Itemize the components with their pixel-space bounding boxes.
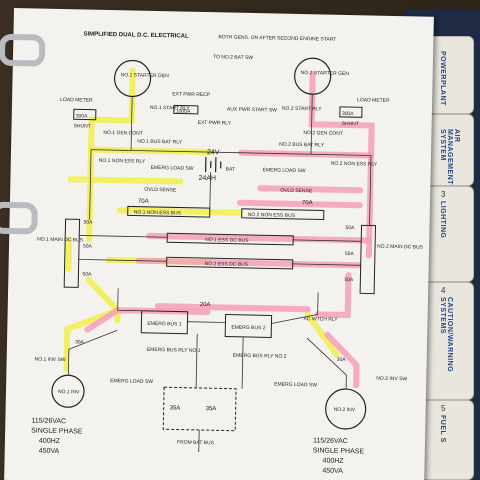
wiring — [67, 94, 372, 452]
label-50a-l2: 50A — [83, 243, 93, 249]
label-no1-bus-bat-rly: NO.1 BUS BAT RLY — [137, 139, 183, 146]
label-no1-non-ess-bus: NO.1 NON ESS BUS — [134, 210, 182, 217]
label-emerg-bus-rly-2: EMERG BUS RLY NO.2 — [233, 353, 287, 360]
label-ac-wtch-rly: AC WTCH RLY — [303, 316, 338, 323]
label-1000a: 1000A — [176, 108, 191, 114]
label-no1-inv: NO.1 INV — [58, 389, 80, 395]
label-no2-starter-gen: NO.2 STARTER GEN — [301, 70, 350, 77]
label-300a-r: 300A — [342, 111, 354, 117]
emerg-bus-2 — [224, 313, 273, 338]
label-no1-main-dc-bus: NO.1 MAIN DC BUS — [37, 237, 84, 244]
diagram-subtitle: BOTH GENS. ON AFTER SECOND ENGINE START — [218, 34, 336, 42]
binder-ring-top — [0, 33, 46, 67]
label-emerg-bus-1: EMERG BUS 1 — [147, 321, 182, 328]
diagram-title: SIMPLIFIED DUAL D.C. ELECTRICAL — [83, 31, 189, 39]
label-30a-r: 30A — [337, 357, 347, 363]
label-emerg-bus-2: EMERG BUS 2 — [231, 325, 266, 332]
tab-label: AIR MANAGEMENT SYSTEM — [439, 129, 460, 185]
manual-page: SIMPLIFIED DUAL D.C. ELECTRICAL BOTH GEN… — [0, 8, 434, 480]
highlight-yellow — [63, 67, 340, 373]
label-30a-l: 30A — [75, 339, 85, 345]
label-bat: BAT — [226, 166, 235, 172]
tab-label: LIGHTING — [439, 201, 446, 239]
label-no2-inv-sw: NO.2 INV SW — [376, 376, 407, 383]
label-load-meter-l: LOAD METER — [60, 97, 93, 104]
label-35a-l: 35A — [170, 405, 181, 411]
label-no1-ess-bus: NO.1 ESS DC BUS — [205, 237, 249, 244]
label-inv-r-1: 115/26VAC — [313, 437, 348, 445]
label-no1-non-ess-rly: NO.1 NON ESS RLY — [99, 158, 146, 165]
tab-label: CAUTION/WARNING SYSTEMS — [439, 297, 453, 373]
label-50a-l3: 50A — [82, 271, 92, 277]
label-50a-r2: 50A — [345, 251, 355, 257]
label-no2-inv: NO.2 INV — [334, 407, 356, 413]
label-24v: 24V — [207, 149, 220, 156]
label-inv-l-2: SINGLE PHASE — [31, 427, 83, 435]
label-no2-non-ess-bus: NO.2 NON ESS BUS — [248, 212, 296, 219]
label-20a: 20A — [200, 302, 211, 308]
label-shunt-r: SHUNT — [342, 121, 359, 127]
label-no1-inv-sw: NO.1 INV SW — [35, 357, 66, 364]
label-to-no2-bat-sw: TO NO.2 BAT SW — [213, 54, 253, 61]
label-ext-pwr-rly: EXT PWR RLY — [198, 120, 232, 127]
no1-ess-bus — [166, 232, 294, 246]
label-load-meter-r: LOAD METER — [357, 97, 390, 104]
no2-main-dc-bus — [359, 224, 377, 295]
label-inv-r-2: SINGLE PHASE — [313, 447, 365, 455]
label-ext-pwr-recp: EXT PWR RECP — [172, 91, 211, 98]
label-aux-pwr-start: AUX PWR START SW — [227, 106, 277, 113]
tab-fuel[interactable]: 5 FUEL S — [418, 400, 474, 480]
label-emerg-load-sw-bl: EMERG LOAD SW — [110, 378, 153, 385]
label-no2-non-ess-rly: NO.2 NON ESS RLY — [331, 161, 378, 168]
label-no2-ess-bus: NO.2 ESS DC BUS — [205, 261, 249, 268]
label-inv-l-3: 400HZ — [39, 438, 61, 445]
label-no1-starter-gen: NO.1 STARTER GEN — [121, 72, 170, 79]
label-emerg-load-sw-br: EMERG LOAD SW — [274, 382, 317, 389]
label-inv-l-1: 115/26VAC — [31, 417, 66, 425]
no1-main-dc-bus — [63, 218, 81, 288]
label-no1-start-rly: NO.1 START RLY — [150, 105, 190, 112]
label-50a-l1: 50A — [83, 220, 93, 226]
label-50a-r1: 50A — [345, 225, 355, 231]
battery — [205, 157, 222, 173]
label-inv-l-4: 450VA — [39, 448, 60, 455]
label-no2-main-dc-bus: NO.2 MAIN DC BUS — [377, 244, 424, 251]
shunt-1 — [73, 108, 97, 121]
no1-non-ess-bus — [127, 205, 211, 218]
label-ovld-sense-r: OVLD SENSE — [280, 188, 313, 195]
label-inv-r-4: 450VA — [322, 468, 343, 475]
electrical-schematic: SIMPLIFIED DUAL D.C. ELECTRICAL BOTH GEN… — [31, 31, 424, 475]
label-no2-gen-cont: NO.2 GEN CONT — [303, 130, 343, 137]
label-70a-r: 70A — [302, 200, 313, 206]
fuse-1000a — [173, 104, 199, 115]
binder-ring-bottom — [0, 201, 38, 235]
label-50a-r3: 50A — [344, 277, 354, 283]
no2-ess-bus — [166, 256, 294, 270]
label-no2-start-rly: NO.2 START RLY — [282, 106, 322, 113]
emerg-bus-1 — [140, 310, 189, 335]
tab-label: FUEL S — [439, 415, 446, 443]
label-from-bat-bus: FROM BAT BUS — [177, 440, 215, 447]
label-emerg-bus-rly-1: EMERG BUS RLY NO.1 — [147, 347, 201, 354]
label-shunt-l: SHUNT — [73, 123, 90, 129]
no2-non-ess-bus — [241, 208, 325, 221]
label-300a-l: 300A — [76, 113, 88, 119]
label-24ah: 24AH — [198, 175, 216, 182]
label-emerg-load-sw-r: EMERG LOAD SW — [263, 167, 306, 174]
label-ovld-sense-l: OVLD SENSE — [144, 187, 177, 194]
label-emerg-load-sw-l: EMERG LOAD SW — [151, 165, 194, 172]
shunt-2 — [339, 106, 363, 118]
label-no1-gen-cont: NO.1 GEN CONT — [103, 130, 143, 137]
label-70a-l: 70A — [138, 199, 149, 205]
label-35a-r: 35A — [206, 406, 217, 412]
tab-label: POWERPLANT — [439, 51, 446, 106]
label-no2-bus-bat-rly: NO.2 BUS BAT RLY — [279, 142, 325, 149]
label-inv-r-3: 400HZ — [323, 458, 345, 465]
